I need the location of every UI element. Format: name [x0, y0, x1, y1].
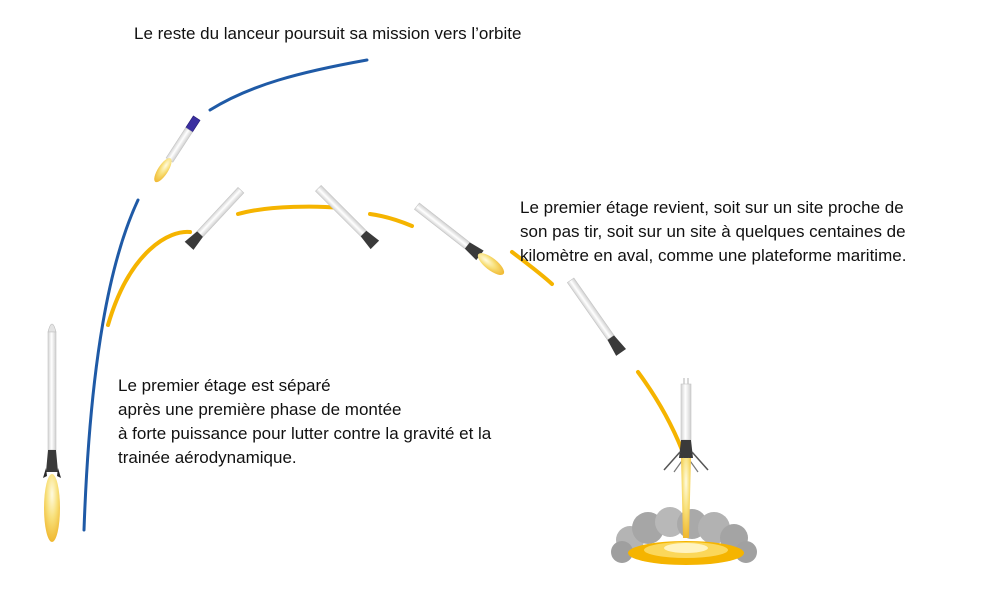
orbit-caption: Le reste du lanceur poursuit sa mission …: [134, 22, 521, 46]
return-trajectory: [510, 250, 554, 286]
orbit-caption-line: Le reste du lanceur poursuit sa mission …: [134, 24, 522, 43]
return-caption: Le premier étage revient, soit sur un si…: [520, 196, 906, 268]
return-caption-line: kilomètre en aval, comme une plateforme …: [520, 246, 907, 265]
return-trajectory: [236, 204, 342, 216]
first-stage-icon: [566, 277, 627, 356]
return-caption-line: Le premier étage revient, soit sur un si…: [520, 198, 904, 217]
separation-caption: Le premier étage est séparé après une pr…: [118, 374, 491, 470]
first-stage-icon: [414, 202, 505, 275]
orbit-trajectory: [208, 58, 369, 112]
first-stage-icon: [184, 187, 245, 250]
return-trajectory: [106, 229, 192, 327]
return-caption-line: son pas tir, soit sur un site à quelques…: [520, 222, 906, 241]
separation-caption-line: à forte puissance pour lutter contre la …: [118, 424, 492, 443]
smoke-cloud: [611, 507, 757, 565]
separation-caption-line: Le premier étage est séparé: [118, 376, 331, 395]
separation-caption-line: après une première phase de montée: [118, 400, 402, 419]
return-trajectory: [636, 370, 684, 452]
return-trajectory: [368, 212, 414, 228]
full-rocket-icon: [43, 323, 61, 542]
landing-rocket-icon: [663, 378, 709, 538]
ascent-trajectory: [82, 198, 140, 532]
separation-caption-line: trainée aérodynamique.: [118, 448, 297, 467]
first-stage-icon: [315, 185, 380, 250]
upper-stage-icon: [154, 115, 201, 183]
